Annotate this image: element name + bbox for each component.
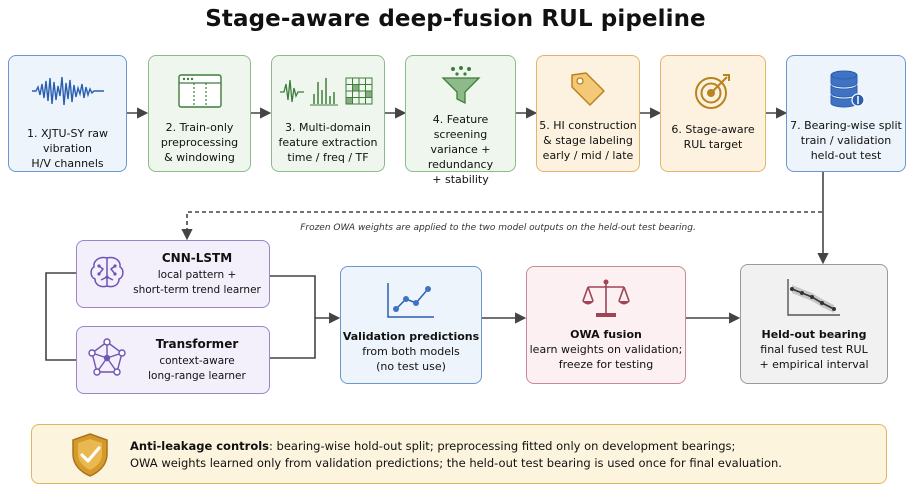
step-3-line-2: feature extraction bbox=[278, 136, 378, 149]
step-5-line-1: 5. HI construction bbox=[539, 119, 637, 132]
transformer-line-2: long-range learner bbox=[148, 369, 246, 382]
funnel-icon bbox=[440, 66, 481, 106]
tag-icon bbox=[568, 66, 608, 112]
step-7-line-2: train / validation bbox=[800, 134, 892, 147]
step-2-preprocessing: 2. Train-only preprocessing & windowing bbox=[148, 55, 251, 172]
step-5-line-2: & stage labeling bbox=[543, 134, 633, 147]
cnn-lstm-title: CNN-LSTM bbox=[161, 250, 233, 265]
anti-leakage-line-2: OWA weights learned only from validation… bbox=[130, 456, 782, 470]
multi-domain-icon bbox=[280, 68, 376, 114]
step-2-line-3: & windowing bbox=[164, 151, 235, 164]
step-3-line-1: 3. Multi-domain bbox=[284, 121, 372, 134]
validation-line-2: (no test use) bbox=[376, 360, 446, 373]
bracket-models bbox=[45, 272, 76, 361]
step-5-hi-construction: 5. HI construction & stage labeling earl… bbox=[536, 55, 640, 172]
step-2-line-2: preprocessing bbox=[160, 136, 239, 149]
step-4-line-2: variance + redundancy bbox=[427, 143, 494, 171]
step-6-rul-target: 6. Stage-aware RUL target bbox=[660, 55, 766, 172]
transformer-title: Transformer bbox=[155, 336, 239, 351]
anti-leakage-label: Anti-leakage controls bbox=[130, 439, 270, 453]
step-1-line-2: H/V channels bbox=[31, 157, 104, 170]
frozen-weights-note: Frozen OWA weights are applied to the tw… bbox=[300, 223, 696, 233]
waveform-icon bbox=[31, 68, 104, 114]
arrow-tr-to-val bbox=[270, 318, 316, 359]
step-2-line-1: 2. Train-only bbox=[165, 121, 234, 134]
step-1-raw-vibration: 1. XJTU-SY raw vibration H/V channels bbox=[8, 55, 127, 172]
step-6-line-2: RUL target bbox=[683, 138, 743, 151]
step-4-line-3: + stability bbox=[432, 173, 489, 186]
step-4-line-1: 4. Feature screening bbox=[432, 113, 489, 141]
transformer-line-1: context-aware bbox=[159, 354, 235, 367]
window-icon bbox=[177, 68, 222, 114]
scales-icon bbox=[582, 277, 630, 323]
step-3-feature-extraction: 3. Multi-domain feature extraction time … bbox=[271, 55, 385, 172]
heldout-title: Held-out bearing bbox=[761, 328, 867, 341]
heldout-line-2: + empirical interval bbox=[759, 358, 869, 371]
step-7-line-1: 7. Bearing-wise split bbox=[790, 119, 902, 132]
interval-chart-icon bbox=[786, 277, 842, 321]
target-icon bbox=[693, 68, 733, 114]
heldout-bearing-box: Held-out bearing final fused test RUL + … bbox=[740, 264, 888, 384]
step-6-line-1: 6. Stage-aware bbox=[671, 123, 755, 136]
arrow-frozen-weights bbox=[181, 211, 822, 241]
step-1-line-1: 1. XJTU-SY raw vibration bbox=[27, 127, 108, 155]
heldout-line-1: final fused test RUL bbox=[760, 343, 868, 356]
step-4-feature-screening: 4. Feature screening variance + redundan… bbox=[405, 55, 516, 186]
database-icon bbox=[826, 66, 866, 112]
anti-leakage-line-1: : bearing-wise hold-out split; preproces… bbox=[269, 439, 736, 453]
step-7-bearing-split: 7. Bearing-wise split train / validation… bbox=[786, 55, 906, 172]
validation-line-1: from both models bbox=[362, 345, 460, 358]
anti-leakage-panel: Anti-leakage controls: bearing-wise hold… bbox=[31, 424, 887, 484]
shield-check-icon bbox=[69, 432, 111, 482]
network-icon bbox=[87, 338, 133, 382]
arrow-cnn-to-val bbox=[270, 275, 316, 318]
cnn-lstm-box: CNN-LSTM local pattern + short-term tren… bbox=[76, 240, 270, 308]
owa-line-1: learn weights on validation; bbox=[529, 343, 683, 356]
cnn-lstm-line-2: short-term trend learner bbox=[133, 283, 261, 296]
validation-predictions-box: Validation predictions from both models … bbox=[340, 266, 482, 384]
validation-title: Validation predictions bbox=[342, 330, 480, 343]
step-5-line-3: early / mid / late bbox=[542, 149, 634, 162]
transformer-box: Transformer context-aware long-range lea… bbox=[76, 326, 270, 394]
owa-title: OWA fusion bbox=[570, 328, 642, 341]
brain-icon bbox=[87, 252, 133, 296]
cnn-lstm-line-1: local pattern + bbox=[157, 268, 237, 281]
step-3-line-3: time / freq / TF bbox=[287, 151, 369, 164]
owa-line-2: freeze for testing bbox=[558, 358, 654, 371]
step-7-line-3: held-out test bbox=[810, 149, 882, 162]
diagram-title: Stage-aware deep-fusion RUL pipeline bbox=[205, 6, 706, 32]
line-chart-icon bbox=[386, 281, 436, 323]
owa-fusion-box: OWA fusion learn weights on validation; … bbox=[526, 266, 686, 384]
